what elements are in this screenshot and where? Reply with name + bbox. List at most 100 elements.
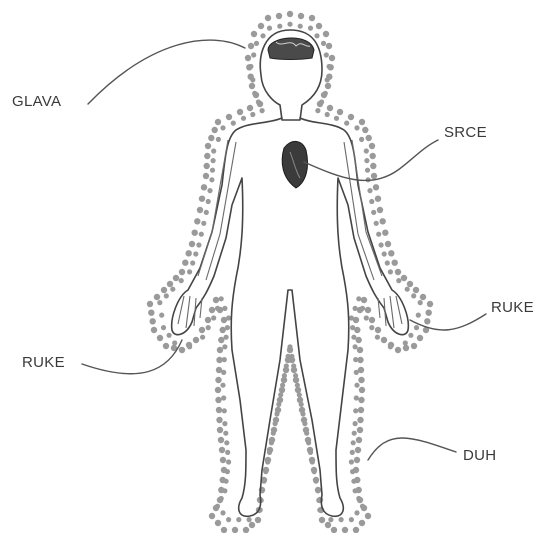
aura-dot — [247, 105, 253, 111]
label-hands-left: RUKE — [22, 354, 65, 371]
aura-dot — [377, 207, 383, 213]
aura-dot — [339, 517, 344, 522]
aura-dot — [216, 137, 221, 142]
aura-dot — [323, 31, 329, 37]
aura-dot — [182, 260, 188, 266]
aura-dot — [369, 325, 374, 330]
aura-dot — [351, 479, 356, 484]
aura-dot — [226, 517, 231, 522]
aura-dot — [215, 119, 221, 125]
aura-dot — [411, 293, 416, 298]
aura-dot — [388, 344, 393, 349]
aura-dot — [207, 188, 212, 193]
aura-dot — [287, 11, 293, 17]
aura-dot — [426, 310, 432, 316]
aura-dot — [219, 296, 224, 301]
aura-dot — [157, 335, 163, 341]
aura-dot — [206, 325, 211, 330]
aura-dot — [315, 108, 320, 113]
aura-dot — [190, 260, 195, 265]
aura-dot — [295, 387, 301, 393]
aura-dot — [216, 417, 222, 423]
aura-dot — [354, 125, 359, 130]
aura-dot — [222, 306, 227, 311]
aura-dot — [265, 459, 270, 464]
aura-dot — [325, 522, 331, 528]
aura-dot — [359, 137, 364, 142]
aura-dot — [209, 307, 215, 313]
aura-dot — [248, 64, 253, 69]
aura-dot — [361, 297, 367, 303]
aura-dot — [366, 135, 372, 141]
aura-dot — [316, 23, 322, 29]
aura-dot — [355, 447, 361, 453]
aura-dot — [256, 99, 261, 104]
aura-dot — [337, 109, 343, 115]
aura-dot — [211, 158, 216, 163]
aura-dot — [358, 407, 364, 413]
aura-dot — [250, 112, 255, 117]
aura-dot — [351, 335, 356, 340]
aura-dot — [354, 370, 359, 375]
aura-dot — [375, 327, 381, 333]
aura-dot — [209, 513, 215, 519]
aura-dot — [205, 143, 211, 149]
aura-dot — [379, 242, 384, 247]
aura-dot — [326, 43, 332, 49]
aura-dot — [204, 163, 210, 169]
label-spirit: DUH — [463, 447, 496, 464]
aura-dot — [403, 345, 409, 351]
aura-dot — [206, 199, 211, 204]
aura-dot — [328, 517, 333, 522]
aura-dot — [192, 230, 198, 236]
aura-dot — [313, 479, 318, 484]
aura-dot — [370, 153, 376, 159]
aura-dot — [276, 402, 281, 407]
aura-dot — [279, 387, 285, 393]
aura-dot — [349, 459, 354, 464]
aura-dot — [375, 335, 380, 340]
aura-dot — [365, 168, 370, 173]
aura-dot — [249, 83, 255, 89]
aura-dot — [395, 269, 401, 275]
aura-dot — [395, 347, 401, 353]
aura-dot — [215, 306, 220, 311]
aura-dot — [248, 43, 254, 49]
aura-dot — [359, 520, 365, 526]
aura-dot — [350, 450, 355, 455]
aura-dot — [247, 517, 252, 522]
leader-lines — [82, 40, 486, 460]
aura-dot — [287, 22, 292, 27]
aura-dot — [265, 15, 271, 21]
aura-dot — [354, 510, 359, 515]
aura-dot — [359, 387, 365, 393]
leader-spirit — [368, 438, 456, 460]
aura-dot — [344, 121, 349, 126]
aura-dot — [300, 411, 305, 416]
aura-dot — [250, 77, 255, 82]
aura-dot — [364, 158, 369, 163]
aura-dot — [276, 13, 282, 19]
aura-dot — [385, 241, 391, 247]
aura-dot — [324, 52, 329, 57]
aura-dot — [251, 52, 256, 57]
aura-dot — [221, 395, 226, 400]
aura-dot — [197, 207, 203, 213]
aura-dot — [308, 26, 313, 31]
aura-dot — [220, 510, 225, 515]
aura-dot — [424, 318, 430, 324]
aura-dot — [411, 343, 417, 349]
aura-dot — [222, 357, 227, 362]
aura-dot — [226, 114, 232, 120]
leader-head — [88, 40, 245, 104]
aura-dot — [280, 383, 285, 388]
aura-dot — [231, 121, 236, 126]
aura-dot — [222, 488, 227, 493]
aura-dot — [362, 127, 368, 133]
aura-dot — [224, 335, 229, 340]
aura-dot — [251, 31, 257, 37]
aura-dot — [210, 168, 215, 173]
aura-dot — [222, 344, 227, 349]
aura-dot — [232, 527, 238, 533]
